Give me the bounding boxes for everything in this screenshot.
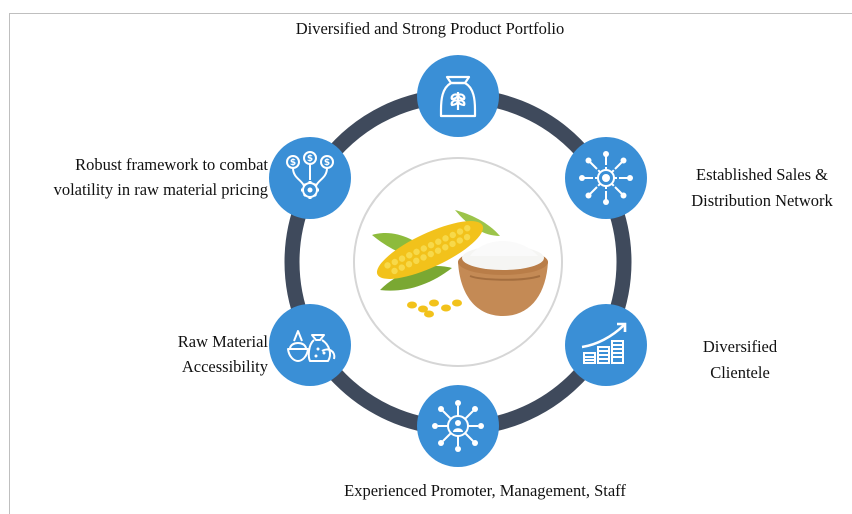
label-raw-material: Raw Material Accessibility — [120, 329, 268, 379]
svg-text:$: $ — [290, 158, 296, 168]
label-diversified-clientele: Diversified Clientele — [680, 334, 800, 386]
node-circles: $ $ $ — [269, 55, 647, 467]
node-experienced-promoter — [417, 385, 499, 467]
raw-material-icon — [287, 330, 336, 362]
label-line: Clientele — [710, 363, 770, 382]
label-line: Accessibility — [181, 357, 268, 376]
node-raw-material — [269, 304, 351, 386]
corn-cob — [376, 221, 484, 279]
price-framework-icon: $ $ $ — [286, 151, 334, 199]
node-pricing-framework: $ $ $ — [269, 137, 351, 219]
svg-text:$: $ — [324, 158, 330, 168]
label-pricing-framework: Robust framework to combat volatility in… — [12, 152, 268, 202]
distribution-network-icon — [579, 151, 633, 205]
flour-sack-icon — [439, 75, 477, 118]
frame-left-border — [9, 13, 10, 514]
label-line: Diversified — [702, 337, 778, 356]
node-sales-distribution — [565, 137, 647, 219]
node-diversified-clientele — [565, 304, 647, 386]
label-line: Robust framework to combat — [75, 155, 268, 174]
starch-bowl — [458, 241, 548, 316]
growth-chart-icon — [581, 322, 627, 364]
label-line: Established Sales & — [696, 165, 828, 184]
label-sales-distribution: Established Sales & Distribution Network — [668, 162, 852, 214]
node-product-portfolio — [417, 55, 499, 137]
label-experienced-promoter: Experienced Promoter, Management, Staff — [300, 479, 670, 503]
label-line: Raw Material — [177, 332, 268, 351]
center-image — [353, 157, 563, 367]
label-line: volatility in raw material pricing — [53, 180, 268, 199]
frame-top-border — [9, 13, 852, 14]
label-line: Distribution Network — [691, 191, 833, 210]
label-line: Diversified and Strong Product Portfolio — [295, 19, 565, 38]
label-product-portfolio: Diversified and Strong Product Portfolio — [250, 17, 610, 41]
svg-text:$: $ — [307, 154, 313, 164]
corn-kernels — [407, 299, 462, 318]
label-line: Experienced Promoter, Management, Staff — [344, 481, 626, 500]
people-network-icon — [432, 400, 484, 452]
